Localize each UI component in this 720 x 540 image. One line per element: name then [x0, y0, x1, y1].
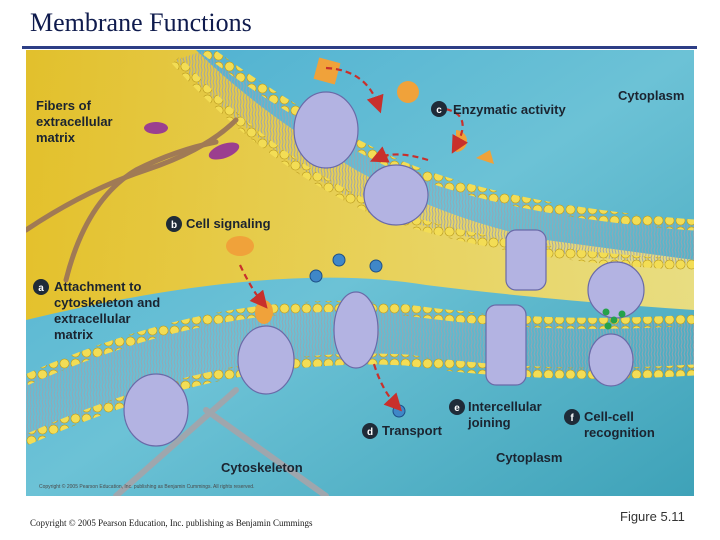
svg-text:Cell-cell: Cell-cell: [584, 409, 634, 424]
label-fibers: Fibers of extracellular matrix: [36, 98, 113, 145]
recognition-glycoprotein: [602, 308, 626, 330]
svg-text:d: d: [367, 427, 373, 438]
membrane-proteins: [123, 91, 645, 447]
svg-text:b: b: [171, 220, 177, 231]
cytoskeleton-filaments: [113, 387, 329, 496]
signal-molecule: [255, 300, 273, 324]
copyright-footer: Copyright © 2005 Pearson Education, Inc.…: [30, 518, 313, 528]
matrix-fibers: [26, 117, 239, 283]
label-intercellular: e Intercellular joining: [449, 399, 542, 430]
svg-text:matrix: matrix: [36, 130, 76, 145]
svg-text:a: a: [38, 283, 44, 294]
svg-text:recognition: recognition: [584, 425, 655, 440]
svg-text:extracellular: extracellular: [36, 114, 113, 129]
svg-text:joining: joining: [467, 415, 511, 430]
svg-text:Intercellular: Intercellular: [468, 399, 542, 414]
signal-molecule: [226, 236, 254, 256]
figure-credit: Copyright © 2005 Pearson Education, Inc.…: [39, 483, 254, 490]
substrate-circle: [397, 81, 419, 103]
svg-text:cytoskeleton and: cytoskeleton and: [54, 295, 160, 310]
svg-text:Enzymatic activity: Enzymatic activity: [453, 102, 566, 117]
matrix-ovals: [144, 122, 240, 160]
label-attachment: a Attachment to cytoskeleton and extrace…: [33, 279, 160, 342]
svg-text:f: f: [570, 413, 574, 424]
svg-text:e: e: [454, 403, 460, 414]
product-piece: [476, 150, 494, 164]
slide-title: Membrane Functions: [30, 8, 252, 37]
label-cell-signaling: b Cell signaling: [166, 216, 271, 232]
label-cell-cell: f Cell-cell recognition: [564, 409, 655, 440]
svg-text:matrix: matrix: [54, 327, 94, 342]
svg-text:Attachment to: Attachment to: [54, 279, 141, 294]
substrate-square: [313, 57, 341, 85]
svg-text:c: c: [436, 105, 442, 116]
label-cytoskeleton: Cytoskeleton: [221, 460, 303, 475]
title-divider: [22, 46, 697, 49]
label-cytoplasm-bottom: Cytoplasm: [496, 450, 562, 465]
svg-text:Cell signaling: Cell signaling: [186, 216, 271, 231]
membrane-diagram: Fibers of extracellular matrix Cytoplasm…: [26, 50, 694, 496]
svg-text:Transport: Transport: [382, 423, 443, 438]
figure-number: Figure 5.11: [620, 509, 685, 524]
label-cytoplasm-top: Cytoplasm: [618, 88, 684, 103]
label-enzymatic: c Enzymatic activity: [431, 101, 566, 117]
process-arrows: [239, 66, 468, 412]
svg-text:extracellular: extracellular: [54, 311, 131, 326]
label-transport: d Transport: [362, 423, 443, 439]
svg-text:Fibers of: Fibers of: [36, 98, 92, 113]
